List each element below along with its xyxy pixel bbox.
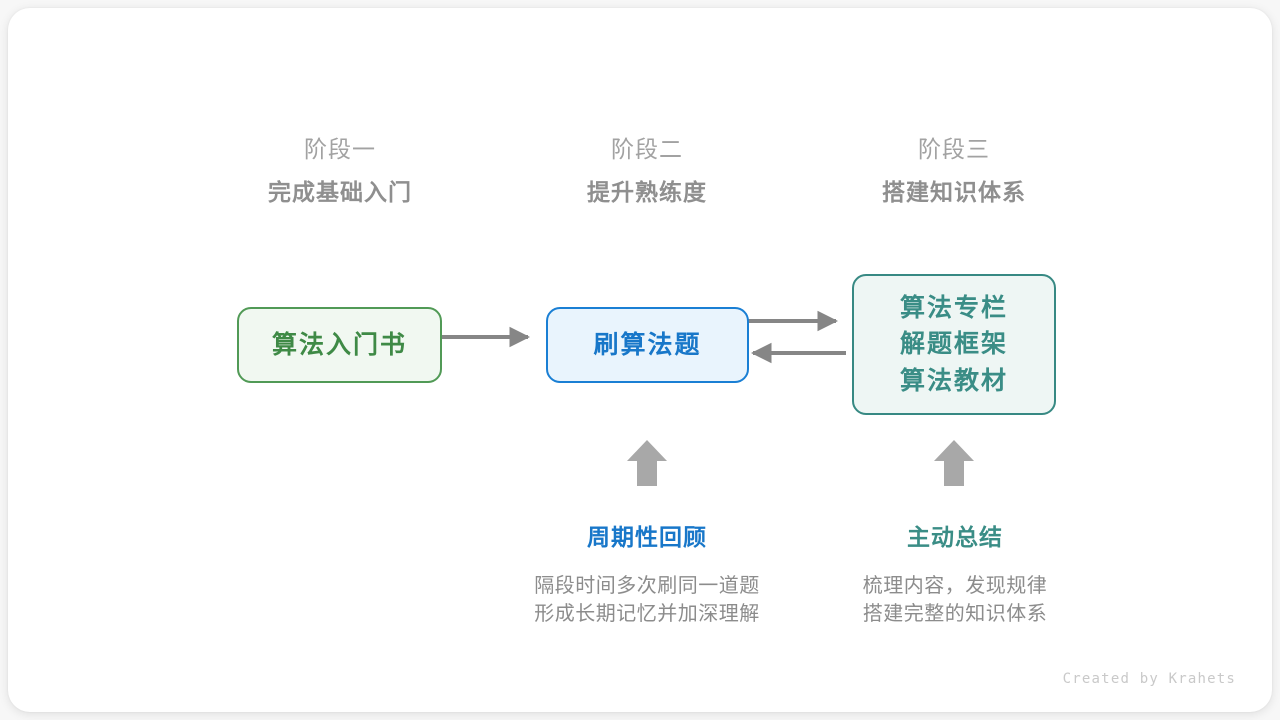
stage-header-1: 阶段一 完成基础入门 [240, 138, 440, 204]
stage-1-name: 阶段一 [304, 136, 376, 162]
stage-3-name: 阶段三 [918, 136, 990, 162]
annotation-summary-body-line-1: 梳理内容，发现规律 [862, 575, 1048, 597]
annotation-review-title: 周期性回顾 [587, 524, 707, 550]
stage-2-name: 阶段二 [611, 136, 683, 162]
node-resources-line-2: 解题框架 [899, 330, 1008, 359]
up-arrow-icon-review [627, 440, 667, 486]
up-arrow-icon-summary [934, 440, 974, 486]
annotation-active-summary: 主动总结 梳理内容，发现规律 搭建完整的知识体系 [805, 518, 1105, 629]
node-book-line-1: 算法入门书 [271, 330, 407, 359]
stage-2-goal: 提升熟练度 [587, 179, 707, 205]
annotation-summary-body: 梳理内容，发现规律 搭建完整的知识体系 [805, 572, 1105, 629]
annotation-summary-body-line-2: 搭建完整的知识体系 [862, 603, 1048, 626]
node-algorithm-intro-book[interactable]: 算法入门书 [237, 307, 442, 383]
node-resources-line-3: 算法教材 [899, 366, 1008, 395]
node-practice-problems[interactable]: 刷算法题 [546, 307, 749, 383]
stage-3-goal: 搭建知识体系 [882, 179, 1026, 205]
annotation-review-body: 隔段时间多次刷同一道题 形成长期记忆并加深理解 [497, 572, 797, 629]
node-learning-resources[interactable]: 算法专栏 解题框架 算法教材 [852, 274, 1056, 415]
annotation-summary-title: 主动总结 [907, 524, 1003, 550]
stage-1-goal: 完成基础入门 [268, 179, 412, 205]
node-practice-line-1: 刷算法题 [593, 330, 702, 359]
diagram-card: 阶段一 完成基础入门 阶段二 提升熟练度 阶段三 搭建知识体系 [8, 8, 1272, 712]
annotation-review-body-line-2: 形成长期记忆并加深理解 [534, 603, 760, 626]
stage-header-2: 阶段二 提升熟练度 [547, 138, 747, 204]
node-resources-line-1: 算法专栏 [899, 294, 1008, 323]
credit-text: Created by Krahets [1062, 671, 1236, 687]
annotation-periodic-review: 周期性回顾 隔段时间多次刷同一道题 形成长期记忆并加深理解 [497, 518, 797, 629]
stage-header-3: 阶段三 搭建知识体系 [854, 138, 1054, 204]
annotation-review-body-line-1: 隔段时间多次刷同一道题 [534, 575, 760, 597]
